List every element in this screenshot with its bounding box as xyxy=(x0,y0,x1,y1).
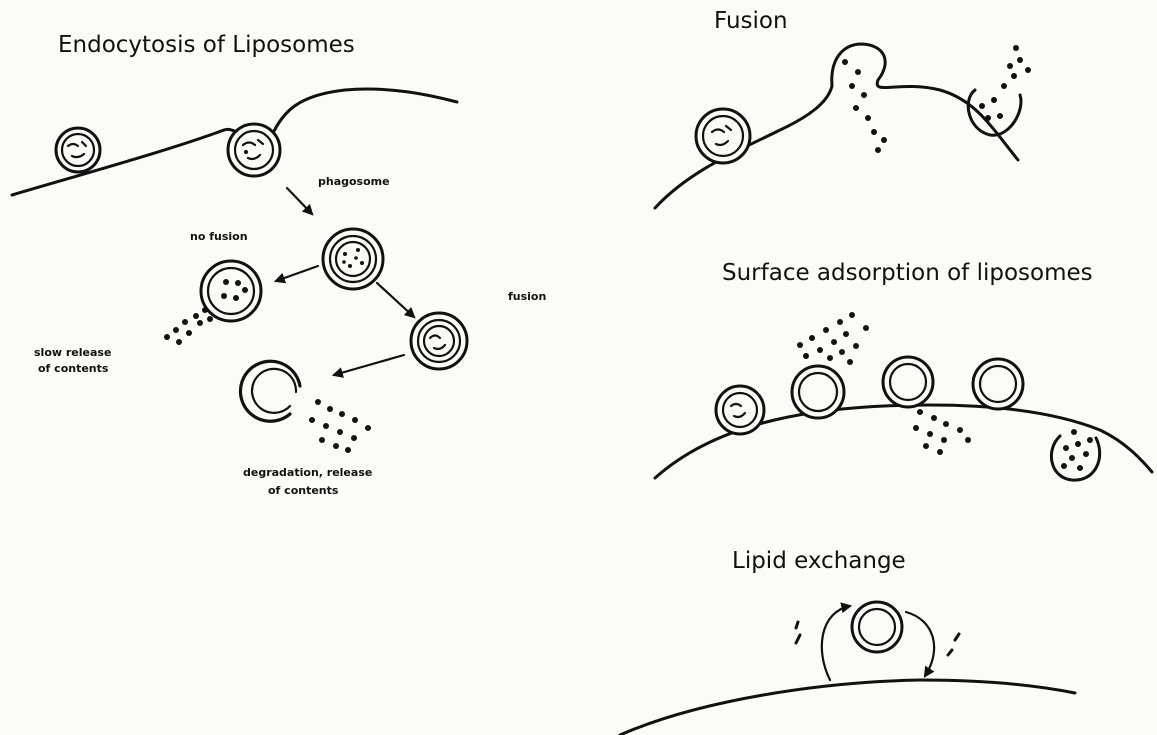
arrow-to-degradation xyxy=(334,355,404,375)
arrow-lipid-in xyxy=(906,612,934,676)
lysosome-fused-vesicle xyxy=(411,313,467,369)
lipid-exchange-panel: Lipid exchange xyxy=(620,548,1075,735)
surface-adsorption-title: Surface adsorption of liposomes xyxy=(722,260,1093,286)
liposome-internalised xyxy=(1051,429,1099,480)
liposome-adsorbed-empty xyxy=(973,359,1023,409)
arrow-lipid-out xyxy=(822,606,850,680)
degradation-label-line1: degradation, release xyxy=(243,466,372,479)
liposome-engulfing xyxy=(228,124,280,176)
liposome-approaching xyxy=(56,128,100,172)
cell-membrane-lipid-exchange xyxy=(620,680,1075,735)
endocytosis-title: Endocytosis of Liposomes xyxy=(58,32,355,58)
liposome-fusion-approach xyxy=(696,109,750,163)
liposome-lipid-exchange xyxy=(852,602,902,652)
fusing-vesicle xyxy=(968,45,1031,135)
slow-release-label-line2: of contents xyxy=(38,362,109,375)
phagosome-vesicle xyxy=(323,229,383,289)
liposome-adsorbing-filled xyxy=(716,386,764,434)
no-fusion-label: no fusion xyxy=(190,230,248,243)
fusion-panel: Fusion xyxy=(655,8,1031,208)
fusion-title: Fusion xyxy=(714,8,788,34)
arrow-to-no-fusion xyxy=(276,266,318,281)
arrow-to-phagosome xyxy=(287,188,312,214)
fusion-label-endocytosis: fusion xyxy=(508,290,546,303)
endocytosis-panel: Endocytosis of Liposomes phagosome no fu… xyxy=(12,32,546,497)
phagosome-label: phagosome xyxy=(318,175,390,188)
lipid-molecule-right xyxy=(948,634,959,655)
degradation-label-line2: of contents xyxy=(268,484,339,497)
fusion-release-dots xyxy=(842,59,887,153)
no-fusion-vesicle xyxy=(201,261,261,321)
degraded-vesicle xyxy=(240,361,300,421)
arrow-to-fusion xyxy=(377,283,414,317)
lipid-molecule-left xyxy=(796,622,800,643)
lipid-exchange-title: Lipid exchange xyxy=(732,548,906,574)
degradation-release-dots xyxy=(309,399,371,453)
slow-release-label-line1: slow release xyxy=(34,346,111,359)
surface-adsorption-panel: Surface adsorption of liposomes xyxy=(655,260,1152,480)
liposome-releasing-top xyxy=(792,312,869,418)
slow-release-dots xyxy=(164,307,213,345)
